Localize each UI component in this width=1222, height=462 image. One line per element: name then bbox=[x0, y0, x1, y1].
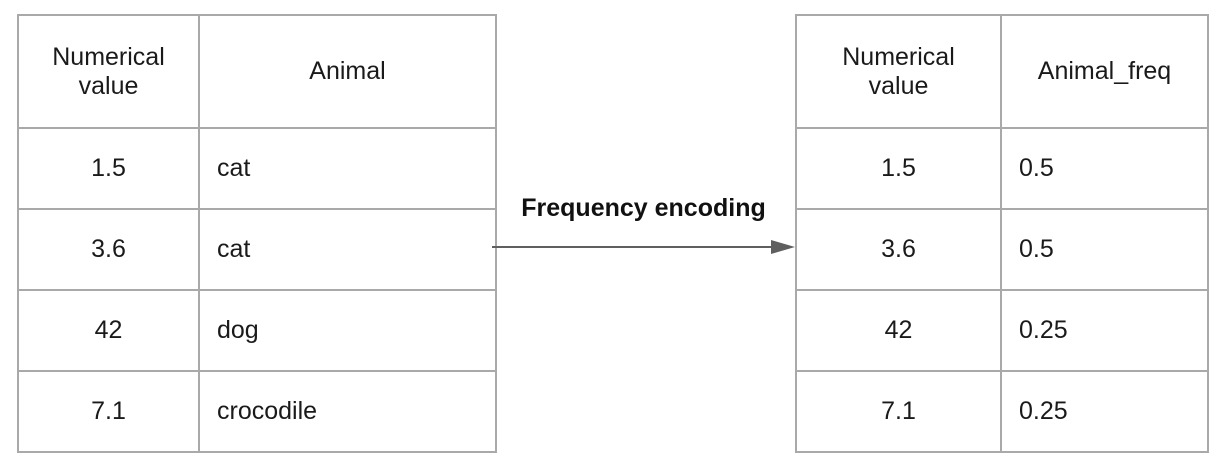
table-row: 1.5 0.5 bbox=[795, 127, 1209, 210]
table-row: 1.5 cat bbox=[17, 127, 497, 210]
source-cell-numerical: 42 bbox=[17, 289, 200, 372]
table-row: 3.6 0.5 bbox=[795, 208, 1209, 291]
source-header-numerical-value: Numerical value bbox=[17, 14, 200, 129]
source-table: Numerical value Animal 1.5 cat 3.6 cat 4… bbox=[17, 14, 497, 453]
result-table-header-row: Numerical value Animal_freq bbox=[795, 14, 1209, 129]
arrow-label: Frequency encoding bbox=[521, 194, 766, 222]
result-cell-numerical: 7.1 bbox=[795, 370, 1002, 453]
source-cell-animal: cat bbox=[198, 208, 497, 291]
result-cell-freq: 0.25 bbox=[1000, 370, 1209, 453]
result-cell-freq: 0.5 bbox=[1000, 208, 1209, 291]
source-cell-animal: dog bbox=[198, 289, 497, 372]
source-cell-animal: cat bbox=[198, 127, 497, 210]
result-cell-numerical: 3.6 bbox=[795, 208, 1002, 291]
result-cell-numerical: 42 bbox=[795, 289, 1002, 372]
table-row: 7.1 0.25 bbox=[795, 370, 1209, 453]
table-row: 42 0.25 bbox=[795, 289, 1209, 372]
source-table-header-row: Numerical value Animal bbox=[17, 14, 497, 129]
result-header-animal-freq: Animal_freq bbox=[1000, 14, 1209, 129]
table-row: 7.1 crocodile bbox=[17, 370, 497, 453]
right-arrow-icon bbox=[492, 240, 795, 254]
source-cell-numerical: 1.5 bbox=[17, 127, 200, 210]
result-header-numerical-value: Numerical value bbox=[795, 14, 1002, 129]
result-table: Numerical value Animal_freq 1.5 0.5 3.6 … bbox=[795, 14, 1209, 453]
table-row: 3.6 cat bbox=[17, 208, 497, 291]
source-cell-numerical: 7.1 bbox=[17, 370, 200, 453]
source-header-animal: Animal bbox=[198, 14, 497, 129]
source-cell-numerical: 3.6 bbox=[17, 208, 200, 291]
result-cell-freq: 0.25 bbox=[1000, 289, 1209, 372]
result-cell-numerical: 1.5 bbox=[795, 127, 1002, 210]
source-cell-animal: crocodile bbox=[198, 370, 497, 453]
transform-annotation: Frequency encoding bbox=[492, 194, 795, 256]
table-row: 42 dog bbox=[17, 289, 497, 372]
result-cell-freq: 0.5 bbox=[1000, 127, 1209, 210]
